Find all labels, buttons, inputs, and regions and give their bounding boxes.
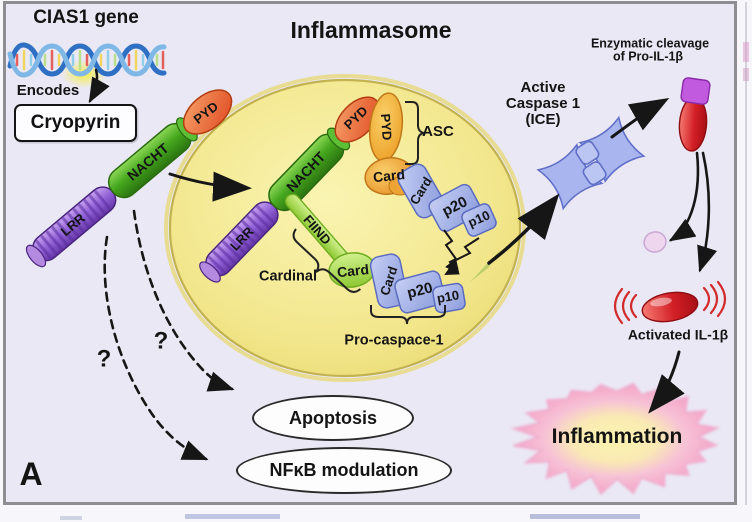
asc-bracket (405, 101, 425, 165)
cleavage-line2: of Pro-IL-1β (612, 49, 684, 64)
cleaved-fragment (643, 231, 667, 253)
adjacent-figure-speck (743, 42, 749, 62)
active-caspase1-tetramer (536, 115, 646, 211)
inflammation-arrow (648, 350, 685, 414)
procaspase1-upper (397, 163, 497, 237)
active-caspase-line2: Caspase 1 (505, 95, 581, 113)
apoptosis-oval: Apoptosis (252, 395, 414, 441)
question-mark-1: ? (96, 345, 112, 373)
cryopyrin-inner (199, 96, 381, 283)
vibration-marks (613, 280, 727, 325)
cleavage-arrow (610, 98, 670, 139)
nfkb-oval: NFκB modulation (236, 447, 452, 494)
cleavage-bolts (443, 229, 480, 275)
pyd-domain-inner (334, 96, 381, 143)
il1b-arrow (697, 151, 718, 273)
card-green-label: Card (336, 261, 370, 281)
procaspase1-bracket (370, 305, 446, 325)
inflammation-label: Inflammation (551, 424, 683, 448)
next-figure-fragment (185, 514, 280, 519)
cardinal-label: Cardinal (258, 268, 318, 285)
question-mark-2: ? (153, 327, 169, 355)
card-asc-label: Card (372, 166, 406, 186)
fragment-arrow (668, 151, 700, 242)
pro-fragment-cap (680, 77, 711, 105)
recruitment-arrow (168, 171, 252, 202)
nfkb-dashed-arrow (103, 235, 209, 461)
activated-il1b-molecule (613, 280, 727, 325)
cardinal-bracket (292, 228, 362, 293)
activation-arrow (487, 193, 560, 265)
pyd-asc-label: PYD (377, 113, 395, 141)
cleavage-line1: Enzymatic cleavage (590, 36, 710, 51)
nfkb-label: NFκB modulation (269, 460, 419, 480)
adjacent-figure-speck (743, 68, 749, 81)
apoptosis-dashed-arrow (132, 209, 235, 392)
apoptosis-label: Apoptosis (289, 407, 377, 428)
active-caspase-line3: (ICE) (525, 111, 561, 129)
asc-label: ASC (422, 123, 454, 141)
next-figure-fragment (530, 514, 640, 519)
inflammasome-title: Inflammasome (290, 16, 452, 43)
active-caspase-line1: Active (520, 79, 566, 97)
cryopyrin-box: Cryopyrin (14, 104, 137, 142)
pathway-arrows (88, 68, 718, 461)
pro-caspase1-label: Pro-caspace-1 (344, 332, 444, 349)
cias1-gene-title: CIAS1 gene (33, 7, 139, 29)
next-figure-fragment (60, 516, 82, 520)
pro-il1b-molecule (678, 77, 711, 152)
cryopyrin-protein (25, 89, 233, 268)
pyd-domain (182, 89, 233, 135)
panel-letter: A (19, 456, 43, 493)
cryopyrin-label: Cryopyrin (30, 112, 121, 133)
encodes-label: Encodes (16, 82, 80, 100)
encodes-arrow (88, 68, 110, 104)
activated-il1b-label: Activated IL-1β (627, 326, 729, 343)
procaspase1-lower (369, 253, 466, 314)
